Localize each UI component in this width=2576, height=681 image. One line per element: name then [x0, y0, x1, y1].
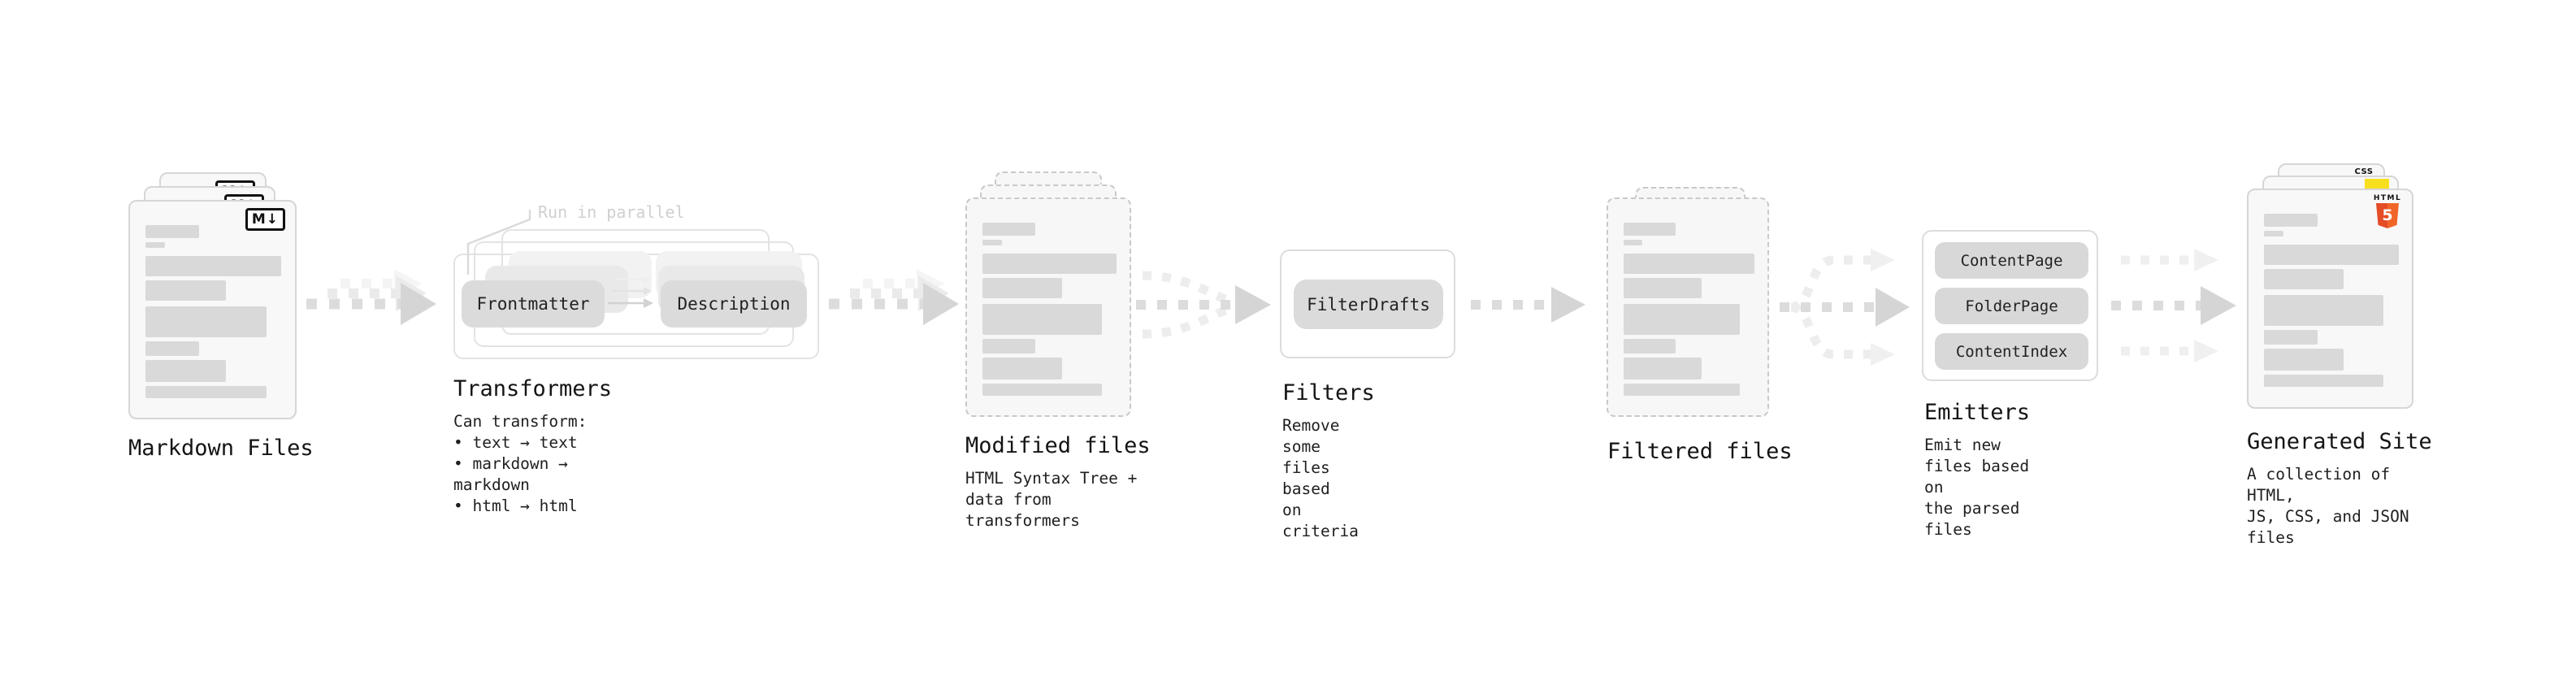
text-line-placeholder	[1624, 304, 1741, 335]
text-line-placeholder	[1624, 223, 1676, 236]
stage-title: Emitters	[1924, 400, 2031, 425]
text-line-placeholder	[1624, 240, 1642, 245]
filters-label: Filters Remove some files based on crite…	[1282, 380, 1375, 542]
text-line-placeholder	[145, 280, 227, 301]
text-line-placeholder	[1624, 358, 1702, 380]
document-content-skeleton	[130, 202, 295, 418]
markdown-document-front: M↓	[128, 200, 297, 419]
run-in-parallel-note: Run in parallel	[538, 202, 685, 222]
text-line-placeholder	[1624, 384, 1741, 396]
document-content-skeleton	[967, 199, 1130, 415]
text-line-placeholder	[2264, 214, 2318, 227]
text-line-placeholder	[145, 341, 200, 356]
flow-arrow-diverge-to-emitters-icon	[1780, 249, 1910, 366]
text-line-placeholder	[145, 225, 200, 238]
text-line-placeholder	[2264, 295, 2384, 326]
html5-icon-label: HTML	[2373, 194, 2402, 202]
stage-description: A collection of HTML, JS, CSS, and JSON …	[2247, 465, 2409, 547]
text-line-placeholder	[2264, 231, 2283, 236]
text-line-placeholder	[982, 240, 1002, 245]
text-line-placeholder	[2264, 245, 2399, 265]
text-line-placeholder	[982, 358, 1062, 380]
text-line-placeholder	[145, 242, 165, 248]
stage-title: Markdown Files	[128, 436, 314, 461]
html5-shield: 5	[2376, 203, 2399, 228]
filtered-files-label: Filtered files	[1607, 439, 1793, 474]
frontmatter-pill: Frontmatter	[462, 280, 605, 327]
parallel-mini-arrows-icon	[608, 275, 653, 308]
stage-title: Filters	[1282, 380, 1375, 406]
text-line-placeholder	[145, 256, 282, 276]
run-in-parallel-callout-line	[466, 210, 531, 275]
stage-title: Transformers	[453, 376, 613, 401]
filterdrafts-pill: FilterDrafts	[1294, 280, 1443, 329]
document-content-skeleton	[1608, 199, 1767, 415]
text-line-placeholder	[982, 254, 1117, 274]
folderpage-pill: FolderPage	[1935, 288, 2088, 324]
stage-title: Filtered files	[1607, 439, 1793, 464]
markdown-badge-icon: M↓	[245, 208, 285, 231]
text-line-placeholder	[1624, 278, 1702, 298]
text-line-placeholder	[145, 386, 267, 398]
text-line-placeholder	[2264, 349, 2344, 371]
text-line-placeholder	[982, 223, 1036, 236]
transformers-label: Transformers Can transform: • text → tex…	[453, 376, 612, 517]
filtered-document-front	[1607, 197, 1769, 417]
flow-arrows-emitters-to-generated-icon	[2111, 249, 2236, 362]
text-line-placeholder	[145, 360, 227, 382]
css-icon-label: CSS	[2354, 167, 2374, 176]
flow-arrow-filters-to-filtered-icon	[1471, 287, 1585, 323]
text-line-placeholder	[2264, 375, 2384, 387]
text-line-placeholder	[2264, 269, 2344, 289]
generated-document-html: HTML 5	[2247, 189, 2413, 409]
html5-file-icon: HTML 5	[2373, 194, 2402, 228]
text-line-placeholder	[982, 278, 1062, 298]
modified-files-label: Modified files HTML Syntax Tree + data f…	[965, 433, 1151, 531]
stage-description: Emit new files based on the parsed files	[1924, 436, 2030, 539]
stage-title: Generated Site	[2247, 429, 2432, 454]
description-pill: Description	[661, 280, 807, 327]
markdown-files-label: Markdown Files	[128, 436, 314, 471]
text-line-placeholder	[145, 306, 267, 337]
flow-arrow-markdown-to-transformers-icon	[306, 269, 436, 325]
generated-site-label: Generated Site A collection of HTML, JS,…	[2247, 429, 2432, 549]
text-line-placeholder	[982, 339, 1036, 354]
document-content-skeleton	[2249, 190, 2412, 407]
stage-description: Remove some files based on criteria	[1282, 416, 1359, 540]
flow-arrow-transformers-to-modified-icon	[829, 269, 959, 325]
text-line-placeholder	[1624, 254, 1755, 274]
emitters-label: Emitters Emit new files based on the par…	[1924, 400, 2030, 540]
stage-description: HTML Syntax Tree + data from transformer…	[965, 469, 1138, 530]
text-line-placeholder	[1624, 339, 1676, 354]
text-line-placeholder	[982, 304, 1102, 335]
flow-arrow-converge-to-filters-icon	[1136, 271, 1271, 339]
text-line-placeholder	[982, 384, 1102, 396]
stage-description: Can transform: • text → text • markdown …	[453, 412, 588, 515]
contentpage-pill: ContentPage	[1935, 242, 2088, 279]
stage-title: Modified files	[965, 433, 1151, 458]
modified-document-front	[965, 197, 1131, 417]
text-line-placeholder	[2264, 330, 2318, 345]
contentindex-pill: ContentIndex	[1935, 333, 2088, 370]
